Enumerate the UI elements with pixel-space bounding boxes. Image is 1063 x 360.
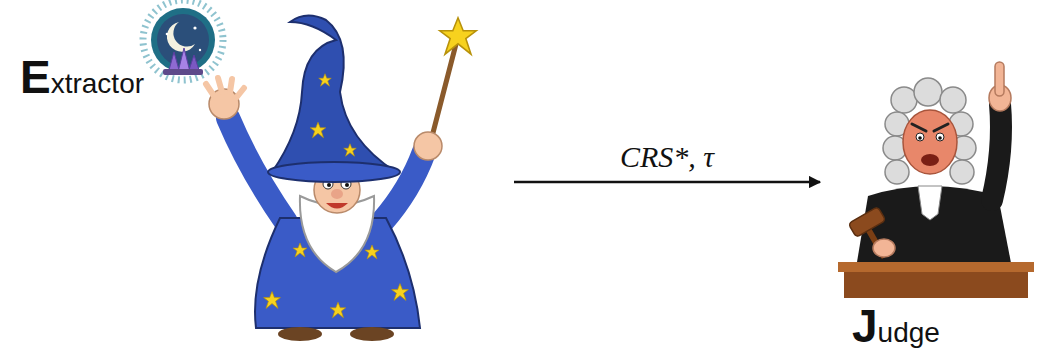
wizard-figure (268, 162, 400, 182)
judge-figure (903, 110, 957, 174)
judge-figure (916, 133, 924, 141)
wizard-figure (293, 243, 307, 257)
crystal-ball-icon (143, 0, 223, 80)
judge-figure (995, 62, 1004, 96)
judge-figure (885, 160, 909, 184)
wizard-figure (327, 183, 331, 187)
wizard-figure (414, 132, 442, 160)
wizard-figure (272, 15, 396, 172)
judge-figure (992, 104, 1001, 200)
wizard-figure (345, 183, 349, 187)
crystal-ball-icon (199, 49, 201, 51)
wizard-figure (330, 302, 345, 317)
wizard-figure (206, 15, 476, 341)
judge-figure (921, 154, 939, 166)
judge-figure (918, 136, 922, 140)
crystal-ball-icon (143, 0, 223, 80)
edge-label: CRS*, τ (616, 140, 718, 174)
crystal-ball-icon (189, 55, 199, 70)
crystal-ball-icon (178, 48, 190, 72)
crystal-ball-icon (167, 22, 195, 52)
judge-figure (940, 87, 966, 113)
figure-node: Judge (822, 56, 1047, 356)
node-label: Extractor (20, 52, 144, 103)
crystal-ball-icon (151, 8, 215, 72)
judge-figure (838, 262, 1034, 272)
wizard-figure (206, 78, 244, 98)
wizard-figure (331, 189, 343, 199)
crystal-ball-icon (193, 26, 196, 29)
wizard-figure (264, 292, 281, 309)
judge-figure (936, 133, 944, 141)
judge-figure (891, 87, 917, 113)
judge-figure (838, 62, 1034, 298)
judge-figure (844, 272, 1028, 298)
arrow-connector (514, 181, 820, 184)
judge-figure (914, 78, 942, 106)
judge-figure (918, 186, 942, 220)
judge-figure (873, 239, 895, 257)
wizard-figure (344, 144, 357, 157)
wizard-figure (300, 196, 374, 272)
judge-figure (912, 124, 948, 131)
wizard-figure (326, 203, 348, 209)
crystal-ball-icon (163, 69, 203, 75)
wizard-figure (365, 245, 379, 259)
wizard-figure (310, 122, 325, 137)
crystal-ball-icon (166, 33, 169, 36)
wizard-figure (382, 152, 424, 222)
crystal-ball-icon (169, 52, 179, 70)
judge-figure (848, 207, 885, 238)
wizard-figure (319, 74, 332, 87)
wizard-figure (440, 18, 476, 54)
figure-node: Extractor (8, 0, 512, 345)
wizard-figure (392, 284, 409, 301)
wizard-figure (278, 327, 322, 341)
wizard-figure (350, 327, 394, 341)
node-label: Judge (852, 301, 940, 352)
judge-figure (938, 136, 942, 140)
judge-figure (950, 160, 974, 184)
